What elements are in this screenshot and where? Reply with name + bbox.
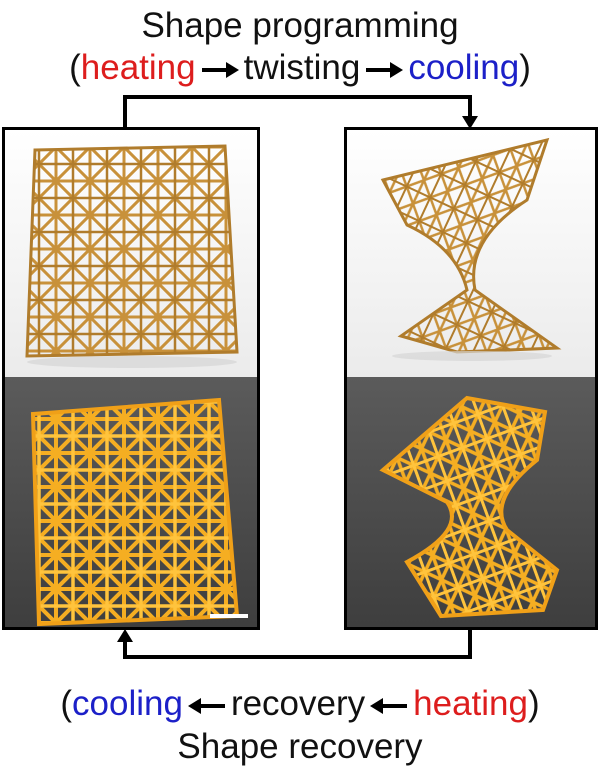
arrow-left-icon — [187, 697, 225, 714]
programming-steps: (heating twisting cooling) — [0, 48, 600, 88]
lattice-shadow — [27, 356, 237, 368]
twisted-printed-lattice — [379, 395, 560, 619]
paren-close: ) — [527, 684, 540, 723]
shape-programming-title: Shape programming — [141, 6, 459, 45]
step-cooling: cooling — [72, 684, 183, 723]
twisted-lattice-figure — [347, 130, 595, 627]
rendered-lattice — [25, 144, 239, 358]
paren-close: ) — [519, 48, 531, 87]
scale-bar — [210, 614, 248, 618]
step-twisting: twisting — [243, 48, 361, 87]
paren-open: ( — [69, 48, 81, 87]
step-cooling: cooling — [408, 48, 520, 87]
paren-open: ( — [60, 684, 73, 723]
step-heating: heating — [413, 684, 528, 723]
arrow-down-icon — [462, 116, 478, 129]
shape-recovery-title: Shape recovery — [177, 727, 423, 766]
recovery-flow-line — [123, 630, 472, 659]
lattice-shadow — [392, 351, 552, 361]
original-lattice-figure — [5, 130, 257, 627]
program-flow-line — [123, 95, 472, 127]
twisted-lattice-panel — [344, 127, 598, 630]
step-heating: heating — [80, 48, 196, 87]
twisted-rendered-lattice — [380, 137, 562, 354]
arrow-right-icon — [201, 61, 239, 78]
original-lattice-panel — [2, 127, 260, 630]
printed-lattice — [30, 397, 240, 627]
arrow-left-icon — [370, 697, 408, 714]
arrow-up-icon — [117, 629, 133, 642]
recovery-steps: (cooling recovery heating) — [0, 684, 600, 724]
arrow-right-icon — [366, 61, 404, 78]
step-recovery: recovery — [230, 684, 366, 723]
